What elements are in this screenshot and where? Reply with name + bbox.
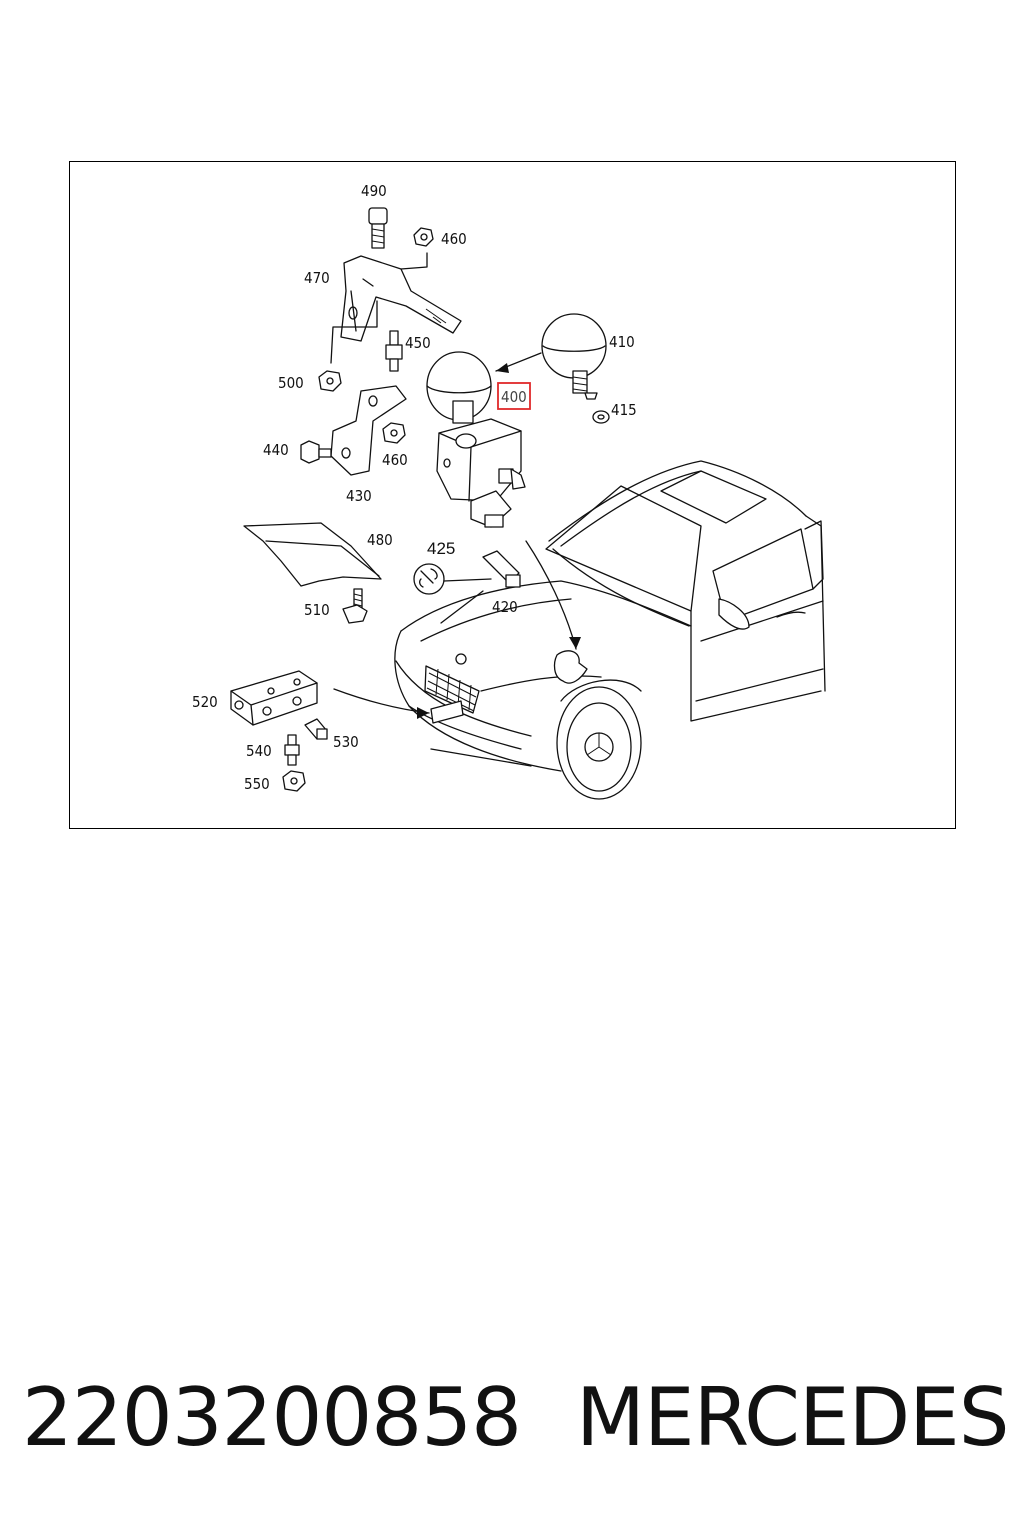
wrench-symbol-425: [413, 563, 492, 595]
label-550: 550: [244, 775, 270, 793]
part-number: 2203200858: [22, 1371, 522, 1464]
footer: 2203200858 MERCEDES: [0, 1370, 1024, 1470]
fitting-540: [284, 734, 300, 766]
nut-460-lower: [382, 422, 406, 444]
label-415: 415: [611, 401, 637, 419]
label-400: 400: [501, 388, 527, 406]
valve-block-400: [426, 351, 526, 528]
label-520: 520: [192, 693, 218, 711]
label-460: 460: [441, 230, 467, 248]
label-480: 480: [367, 531, 393, 549]
fitting-530: [304, 718, 328, 740]
label-490: 490: [361, 182, 387, 200]
brand-name: MERCEDES: [576, 1371, 1010, 1464]
label-410: 410: [609, 333, 635, 351]
bracket-430: [330, 385, 407, 476]
nut-550: [282, 770, 306, 792]
bolt-490: [368, 207, 388, 249]
pressure-accumulator-410: [541, 313, 607, 400]
heat-shield-480: [243, 522, 382, 587]
highlight-box-400: [497, 382, 531, 410]
label-510: 510: [304, 601, 330, 619]
label-540: 540: [246, 742, 272, 760]
distribution-block-520: [230, 670, 318, 726]
label-440: 440: [263, 441, 289, 459]
callout-arrows: [333, 352, 581, 719]
label-420: 420: [492, 598, 518, 616]
label-500: 500: [278, 374, 304, 392]
bolt-440: [300, 440, 332, 464]
car-outline: [394, 460, 826, 800]
label-450: 450: [405, 334, 431, 352]
nut-460-top: [398, 227, 434, 288]
stud-450: [385, 330, 403, 372]
label-470: 470: [304, 269, 330, 287]
bracket-470: [330, 255, 462, 364]
parts-diagram-frame: 490 460 470 450 500 410 415 440 460 430 …: [69, 161, 956, 829]
pressure-switch-420: [440, 550, 521, 624]
exploded-parts-diagram: 490 460 470 450 500 410 415 440 460 430 …: [192, 182, 826, 800]
label-530: 530: [333, 733, 359, 751]
label-425: 425: [427, 539, 455, 558]
label-430: 430: [346, 487, 372, 505]
bolt-510: [342, 588, 368, 624]
nut-500: [318, 370, 342, 392]
label-460-lower: 460: [382, 451, 408, 469]
seal-ring-415: [592, 410, 610, 424]
